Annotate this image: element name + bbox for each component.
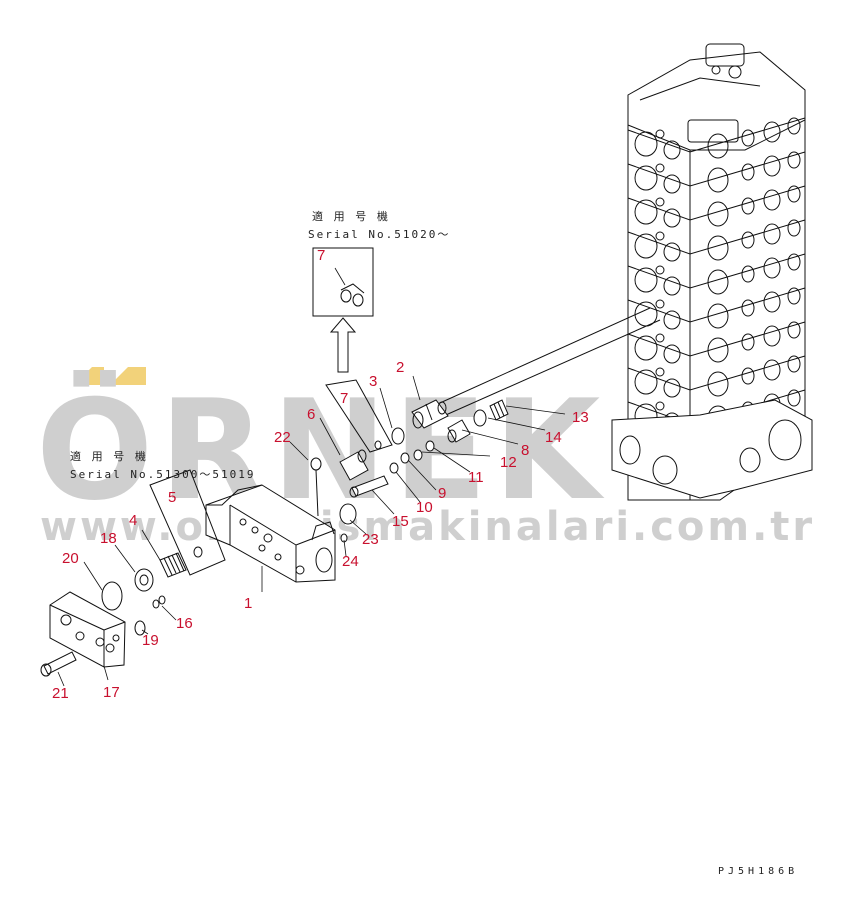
part-14-o-ring [473,409,487,427]
control-valve-stack [611,43,813,501]
part-22-fitting [310,457,322,517]
callout-1: 1 [244,595,252,612]
part-13-plug [489,399,509,421]
part-12-ring [413,449,423,461]
callout-23: 23 [362,531,379,548]
callout-3: 3 [369,373,377,390]
callout-20: 20 [62,550,79,567]
valve-section [627,185,806,228]
part-16-screws [152,595,166,609]
part-17-cover [49,591,126,668]
inset-box: 7 [312,247,374,317]
part-10-ring [389,462,399,474]
valve-section [627,355,806,398]
valve-section [627,321,806,364]
callout-5: 5 [168,489,176,506]
valve-section [627,151,806,194]
callout-21: 21 [52,685,69,702]
valve-section [627,117,806,160]
callout-12: 12 [500,454,517,471]
upper-note-serial: Serial No.51020～ [308,228,450,241]
part-21-bolt [40,651,77,677]
callout-2: 2 [396,359,404,376]
valve-section [627,287,806,330]
valve-section [627,219,806,262]
part-5-plate [149,469,226,576]
part-1-valve-body [205,484,336,583]
part-11-ring [425,440,435,452]
callout-14: 14 [545,429,562,446]
lower-note-serial: Serial No.51300～51019 [70,468,255,481]
callout-11: 11 [468,469,484,486]
inset-callout-7: 7 [317,247,325,264]
part-3-o-ring [391,427,405,445]
watermark-brand: ÖRNEK [36,370,606,531]
callout-4: 4 [129,512,137,529]
watermark-umlaut-left [74,367,104,385]
part-18-ring [134,568,154,592]
part-2-fitting [411,399,449,429]
watermark-umlaut-right [110,367,146,385]
callout-19: 19 [142,632,159,649]
leader-lines [57,375,566,687]
callout-17: 17 [103,684,120,701]
callout-8: 8 [521,442,529,459]
upper-note-heading: 適 用 号 機 [312,209,390,223]
callout-7: 7 [340,390,348,407]
callout-22: 22 [274,429,291,446]
callout-9: 9 [438,485,446,502]
part-9-ring [400,452,410,464]
upper-serial-note: 適 用 号 機 Serial No.51020～ [308,209,450,241]
part-4-spring [159,552,187,578]
part-8-plug [447,419,471,443]
drawing-code: PJ5H186B [718,866,798,877]
callout-24: 24 [342,553,359,570]
callout-numbers: 1 2 3 4 5 6 7 8 9 10 11 12 13 14 15 16 1… [52,359,589,702]
arrow-up-icon [329,317,357,373]
callout-10: 10 [416,499,433,516]
callout-13: 13 [572,409,589,426]
part-15-bolt [349,475,389,498]
part-19-o-ring [134,620,146,636]
callout-6: 6 [307,406,315,423]
part-6-poppet [339,449,369,481]
callout-18: 18 [100,530,117,547]
lower-note-heading: 適 用 号 機 [70,449,148,463]
callout-15: 15 [392,513,409,530]
part-20-o-ring [101,581,123,611]
assembly-axis [419,307,661,423]
lower-serial-note: 適 用 号 機 Serial No.51300～51019 [70,449,255,481]
valve-section [627,253,806,296]
part-23-o-ring [339,503,357,525]
callout-16: 16 [176,615,193,632]
parts [40,379,509,677]
